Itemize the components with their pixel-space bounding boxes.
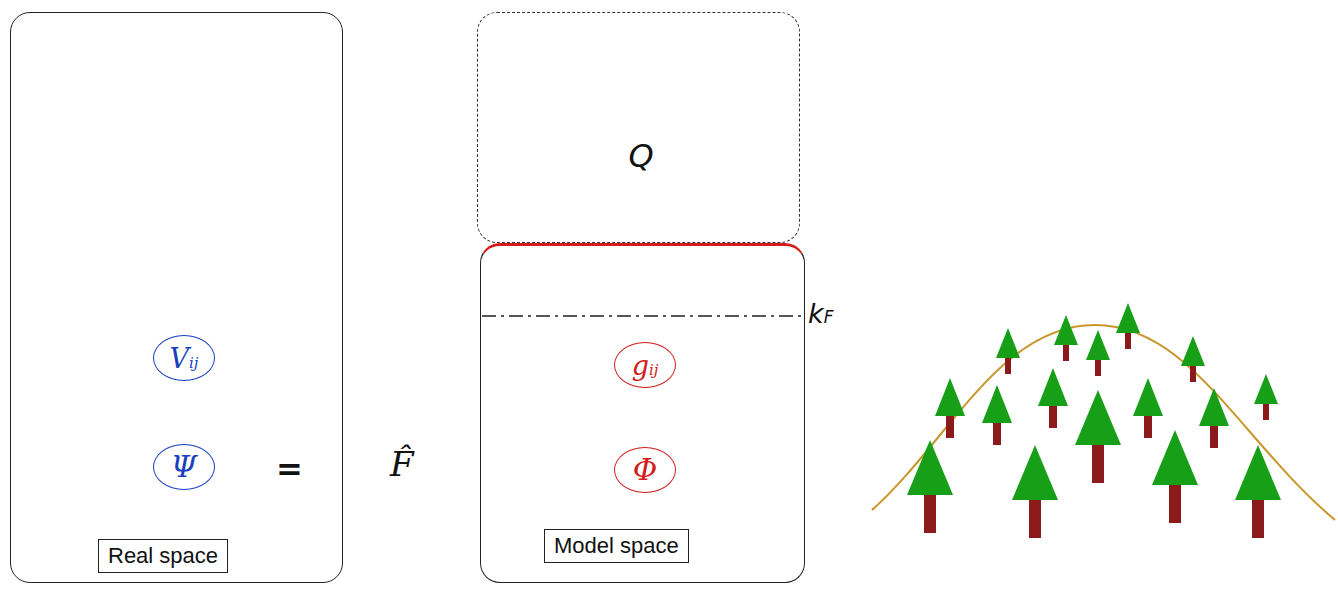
tree-crown bbox=[907, 440, 953, 495]
operator-circle: gij bbox=[614, 342, 676, 388]
tree-crown bbox=[935, 378, 965, 416]
mapping-operator: F̂ bbox=[390, 444, 414, 484]
tree-trunk bbox=[1252, 498, 1264, 538]
space-label: Model space bbox=[544, 529, 689, 563]
tree-trunk bbox=[1125, 331, 1131, 349]
tree-crown bbox=[982, 385, 1012, 423]
tree-trunk bbox=[924, 493, 936, 533]
tree-trunk bbox=[1005, 356, 1011, 374]
operator-circle: Vij bbox=[153, 335, 215, 381]
tree-group bbox=[907, 303, 1281, 538]
tree-crown bbox=[1199, 388, 1229, 426]
tree-crown bbox=[1075, 390, 1121, 445]
space-label: Real space bbox=[98, 539, 228, 573]
tree-trunk bbox=[1063, 343, 1069, 361]
tree-crown bbox=[1181, 336, 1205, 366]
tree-trunk bbox=[993, 421, 1001, 445]
operator-symbol: gij bbox=[632, 352, 659, 379]
tree-crown bbox=[1152, 430, 1198, 485]
real-space-box: Real space VijΨ bbox=[10, 12, 343, 583]
tree-crown bbox=[1012, 445, 1058, 500]
bell-curve bbox=[872, 325, 1335, 520]
tree-trunk bbox=[1095, 358, 1101, 376]
equals-sign: = bbox=[276, 450, 303, 488]
wavefunction-symbol: Φ bbox=[633, 455, 658, 485]
fermi-line bbox=[482, 315, 802, 317]
q-space-box: Q bbox=[477, 12, 800, 243]
fermi-momentum: kF bbox=[808, 300, 833, 327]
tree-crown bbox=[996, 328, 1020, 358]
tree-trunk bbox=[1092, 443, 1104, 483]
tree-crown bbox=[1235, 445, 1281, 500]
tree-crown bbox=[1116, 303, 1140, 333]
wavefunction-circle: Ψ bbox=[153, 444, 215, 490]
tree-crown bbox=[1254, 374, 1278, 404]
wavefunction-symbol: Ψ bbox=[171, 452, 197, 482]
tree-crown bbox=[1038, 368, 1068, 406]
tree-crown bbox=[1054, 315, 1078, 345]
tree-crown bbox=[1133, 378, 1163, 416]
space-symbol: Q bbox=[628, 137, 653, 175]
tree-trunk bbox=[946, 414, 954, 438]
tree-trunk bbox=[1190, 364, 1196, 382]
tree-trunk bbox=[1029, 498, 1041, 538]
tree-crown bbox=[1086, 330, 1110, 360]
tree-trunk bbox=[1263, 402, 1269, 420]
tree-trunk bbox=[1049, 404, 1057, 428]
operator-symbol: Vij bbox=[170, 345, 199, 372]
tree-trunk bbox=[1144, 414, 1152, 438]
tree-trunk bbox=[1169, 483, 1181, 523]
wavefunction-circle: Φ bbox=[614, 447, 676, 493]
model-space-box: Model space gijΦ bbox=[480, 243, 805, 583]
tree-trunk bbox=[1210, 424, 1218, 448]
